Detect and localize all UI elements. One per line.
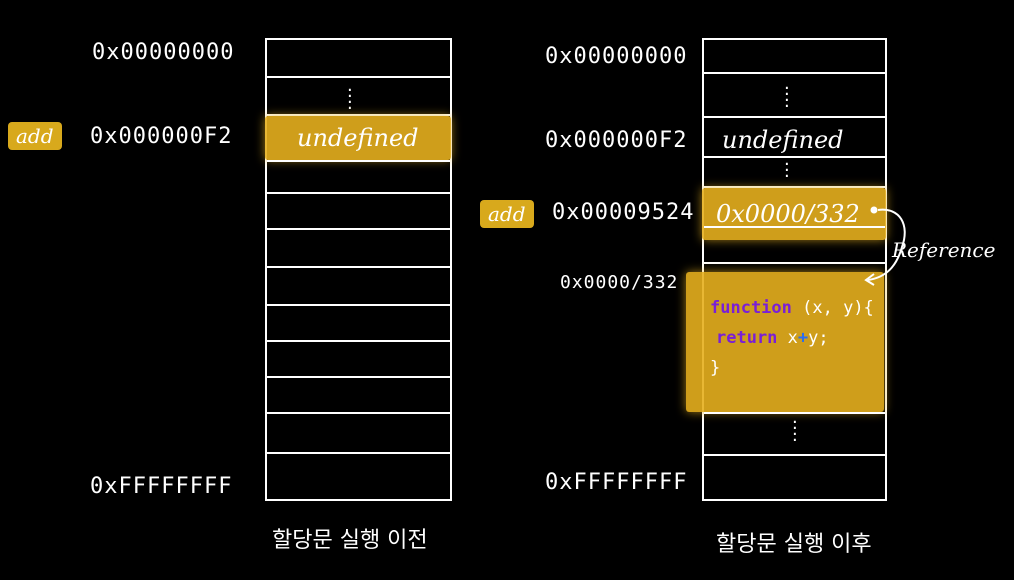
code-operand-x: x	[787, 328, 798, 348]
left-memory-stack: ···· undefined	[265, 38, 452, 501]
memory-row-divider	[704, 454, 885, 456]
right-memory-stack: ···· undefined ··· 0x0000/332 function (…	[686, 38, 887, 501]
memory-row-divider	[267, 376, 450, 378]
left-highlight-add-cell	[265, 116, 451, 160]
memory-row-divider	[267, 114, 450, 116]
memory-row-divider	[267, 304, 450, 306]
code-operator-plus: +	[797, 328, 809, 348]
left-addr-top: 0x00000000	[92, 40, 235, 65]
memory-row-divider	[267, 228, 450, 230]
memory-row-divider	[704, 116, 885, 118]
right-var-tag-add: add	[480, 200, 534, 228]
memory-row-divider	[267, 192, 450, 194]
left-caption: 할당문 실행 이전	[272, 528, 428, 553]
right-cell-pointer: 0x0000/332	[716, 200, 860, 228]
memory-row-divider	[704, 156, 885, 158]
code-line-3: }	[710, 358, 721, 378]
right-caption: 할당문 실행 이후	[716, 532, 872, 557]
memory-row-divider	[704, 72, 885, 74]
code-line-2: return x+y;	[716, 328, 829, 348]
reference-arrow	[864, 206, 906, 286]
memory-row-divider	[267, 340, 450, 342]
right-addr-mid: 0x000000F2	[545, 128, 688, 153]
memory-row-divider	[267, 412, 450, 414]
memory-row-divider	[267, 452, 450, 454]
right-highlight-add-cell	[702, 188, 886, 240]
reference-label: Reference	[892, 238, 996, 262]
left-addr-bottom: 0xFFFFFFFF	[90, 474, 233, 499]
right-addr-add: 0x00009524	[552, 200, 695, 225]
right-addr-func: 0x0000/332	[560, 272, 679, 293]
reference-arrow-head	[864, 273, 875, 286]
right-cell-undefined: undefined	[722, 126, 844, 154]
left-addr-add: 0x000000F2	[90, 124, 233, 149]
right-addr-top: 0x00000000	[545, 44, 688, 69]
ellipsis-dots: ···	[784, 154, 790, 187]
left-var-tag-add: add	[8, 122, 62, 150]
memory-row-divider	[704, 412, 885, 414]
code-params: (x, y){	[802, 298, 874, 318]
memory-row-divider	[267, 76, 450, 78]
memory-row-divider	[267, 160, 450, 162]
memory-row-divider	[704, 262, 885, 264]
memory-row-divider	[704, 186, 885, 188]
reference-arrow-origin-dot	[870, 206, 878, 214]
right-addr-bottom: 0xFFFFFFFF	[545, 470, 688, 495]
code-keyword-function: function	[710, 298, 792, 318]
ellipsis-dots: ····	[784, 78, 790, 117]
ellipsis-dots: ····	[792, 412, 798, 451]
reference-arrow-line	[867, 208, 906, 281]
code-operand-y: y;	[808, 328, 829, 348]
memory-row-divider	[704, 226, 885, 228]
right-highlight-function-block	[686, 272, 884, 412]
memory-row-divider	[267, 266, 450, 268]
ellipsis-dots: ····	[347, 80, 353, 119]
code-keyword-return: return	[716, 328, 778, 348]
code-line-1: function (x, y){	[710, 298, 874, 318]
left-cell-undefined: undefined	[297, 124, 419, 152]
